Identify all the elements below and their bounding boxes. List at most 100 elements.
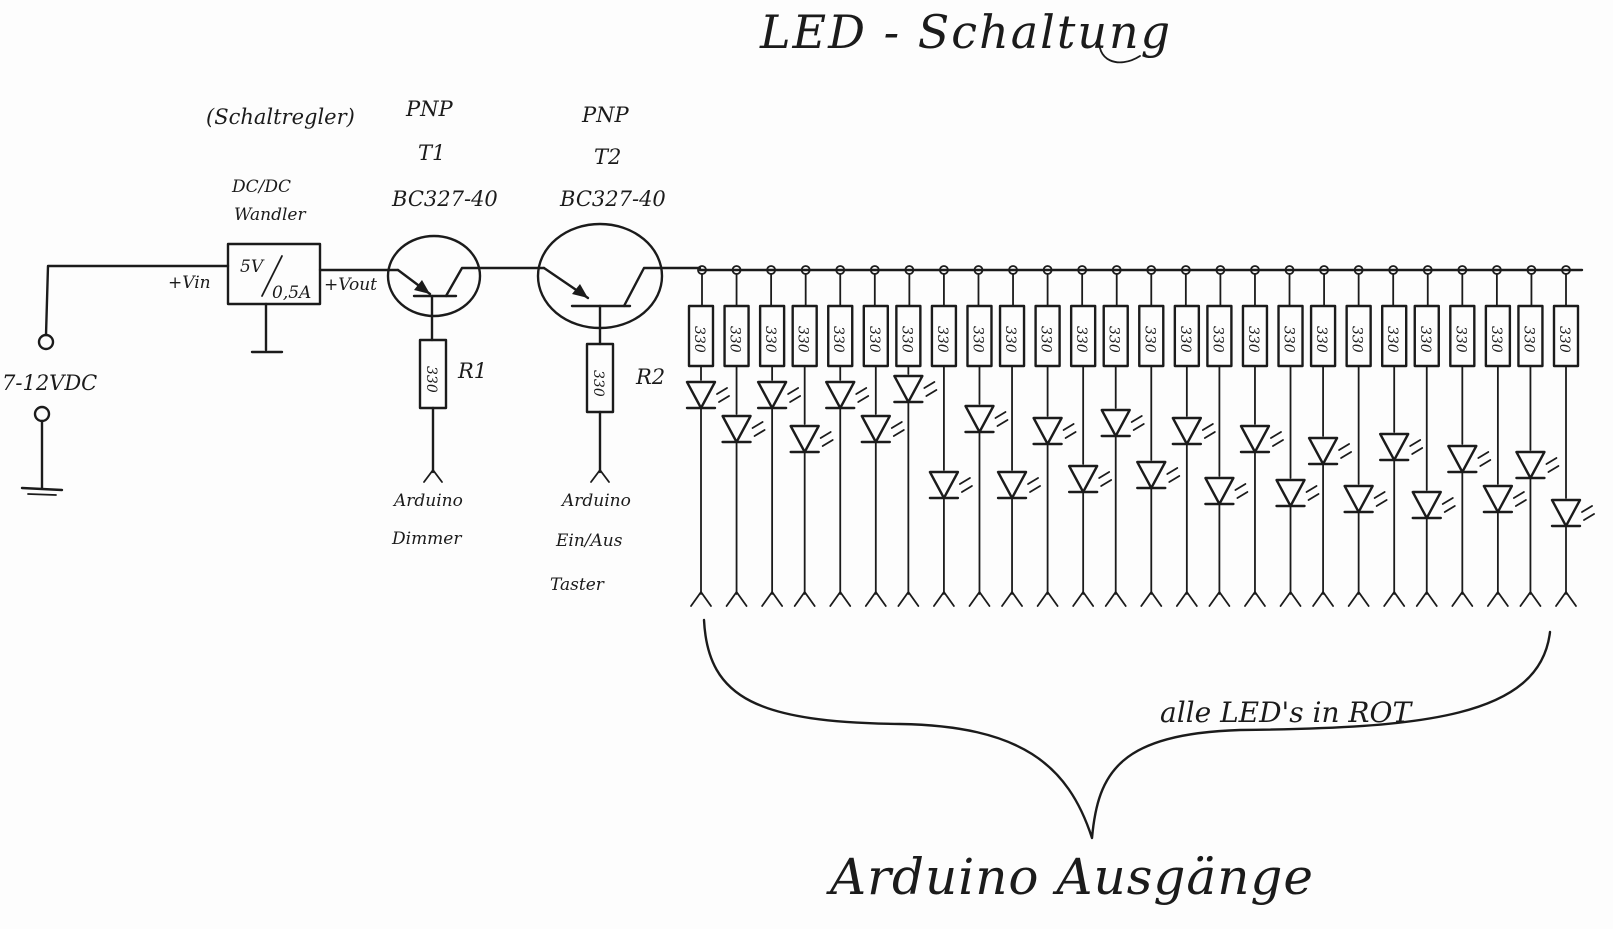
t2-emitter-arrow xyxy=(572,284,588,298)
led-light-arrows xyxy=(1512,491,1527,507)
arduino-output-connector xyxy=(1312,591,1334,607)
led-light-arrows xyxy=(1062,423,1077,439)
arduino-output-connector xyxy=(933,591,955,607)
led-resistor-value: 330 xyxy=(934,326,950,353)
led-diode xyxy=(1275,478,1306,508)
t1-body xyxy=(386,234,482,318)
led-diode xyxy=(964,404,995,434)
arduino-output-connector xyxy=(1001,591,1023,607)
led-resistor-value: 330 xyxy=(1452,326,1468,353)
arduino-output-connector xyxy=(1104,591,1127,607)
led-light-arrows xyxy=(1373,491,1388,507)
regulator-box xyxy=(226,242,322,306)
outputs-brace xyxy=(702,618,1552,840)
led-light-arrows xyxy=(716,387,730,403)
led-diode xyxy=(1100,408,1131,438)
arduino-output-connector xyxy=(1208,591,1231,607)
arduino-output-connector xyxy=(793,591,816,607)
led-diode xyxy=(685,380,717,410)
led-resistor-value: 330 xyxy=(1281,326,1297,353)
regulator-current: 0,5A xyxy=(272,283,311,303)
arduino-output-connector xyxy=(725,591,748,607)
led-diode xyxy=(1171,416,1203,446)
led-resistor-value: 330 xyxy=(1349,326,1365,353)
led-resistor-value: 330 xyxy=(1488,326,1504,353)
regulator-voltage: 5V xyxy=(240,257,265,277)
led-diode xyxy=(996,470,1028,500)
led-light-arrows xyxy=(1027,477,1041,493)
led-resistor-value: 330 xyxy=(1417,326,1433,353)
led-resistor-value: 330 xyxy=(898,326,914,353)
led-light-arrows xyxy=(819,431,834,447)
r1-dest-line2: Dimmer xyxy=(391,529,462,549)
led-light-arrows xyxy=(1270,431,1284,447)
t2-collector xyxy=(622,266,702,308)
t2-polarity: PNP xyxy=(581,103,630,127)
led-resistor-value: 330 xyxy=(1177,326,1193,353)
supply-label: 7-12VDC xyxy=(2,371,97,395)
led-resistor-value: 330 xyxy=(795,326,811,353)
led-diode xyxy=(928,470,960,500)
led-resistor-value: 330 xyxy=(1313,326,1329,353)
led-diode xyxy=(1550,498,1582,528)
led-light-arrows xyxy=(1305,485,1320,501)
supply-terminal-minus xyxy=(33,405,51,423)
r2-dest-line2: Ein/Aus xyxy=(555,531,623,551)
regulator-type-line1: DC/DC xyxy=(231,177,291,197)
dcdc-converter: (Schaltregler) DC/DC Wandler 5V 0,5A +Vi… xyxy=(168,105,400,354)
regulator-type-line2: Wandler xyxy=(234,205,306,225)
arduino-output-connector xyxy=(1279,591,1302,607)
led-light-arrows xyxy=(1545,457,1560,473)
led-resistor-value: 330 xyxy=(1141,326,1157,353)
r1-dest-line1: Arduino xyxy=(392,491,463,511)
regulator-vout-label: +Vout xyxy=(324,275,377,295)
led-light-arrows xyxy=(1130,415,1145,431)
led-resistor-value: 330 xyxy=(1038,326,1054,353)
led-light-arrows xyxy=(1338,443,1352,459)
resistor-r2: 330 R2 Arduino Ein/Aus Taster xyxy=(550,342,665,595)
arduino-output-connector xyxy=(1175,591,1198,607)
led-light-arrows xyxy=(994,411,1009,427)
led-resistor-value: 330 xyxy=(969,326,985,353)
led-light-arrows xyxy=(959,477,973,493)
arduino-output-connector xyxy=(1140,591,1163,607)
led-diode xyxy=(1343,484,1374,514)
led-diode xyxy=(756,380,788,410)
t1-polarity: PNP xyxy=(405,97,454,121)
led-resistor-value: 330 xyxy=(1209,326,1225,353)
regulator-note: (Schaltregler) xyxy=(206,105,355,129)
led-light-arrows xyxy=(890,421,905,437)
r1-value: 330 xyxy=(423,366,439,393)
led-resistor-value: 330 xyxy=(1002,326,1018,353)
led-resistor-value: 330 xyxy=(1106,326,1122,353)
arduino-output-connector xyxy=(829,591,852,607)
led-light-arrows xyxy=(1409,439,1424,455)
led-light-arrows xyxy=(923,381,938,397)
led-resistor-value: 330 xyxy=(1073,326,1089,353)
led-resistor-value: 330 xyxy=(727,326,743,353)
arduino-output-connector xyxy=(1036,591,1059,607)
r2-value: 330 xyxy=(590,370,606,397)
led-light-arrows xyxy=(787,387,802,403)
outputs-label: Arduino Ausgänge xyxy=(826,848,1314,906)
diagram-title: LED - Schaltung xyxy=(759,5,1172,59)
led-diode xyxy=(1032,416,1063,446)
supply-input: 7-12VDC xyxy=(2,264,230,496)
led-light-arrows xyxy=(1098,471,1113,487)
arduino-output-connector xyxy=(1383,591,1406,607)
arduino-output-connector xyxy=(1451,591,1474,607)
led-light-arrows xyxy=(751,421,766,437)
t1-collector xyxy=(444,266,546,298)
regulator-slash xyxy=(261,255,283,297)
led-light-arrows xyxy=(1201,423,1216,439)
led-resistor-value: 330 xyxy=(762,326,778,353)
led-diode xyxy=(1067,464,1099,494)
led-light-arrows xyxy=(1441,497,1456,513)
arduino-output-connector xyxy=(1519,591,1542,607)
r1-connector xyxy=(423,469,443,483)
led-resistor-value: 330 xyxy=(866,326,882,353)
led-resistor-value: 330 xyxy=(1245,326,1261,353)
led-diode xyxy=(825,380,856,410)
led-diode xyxy=(1447,444,1478,474)
